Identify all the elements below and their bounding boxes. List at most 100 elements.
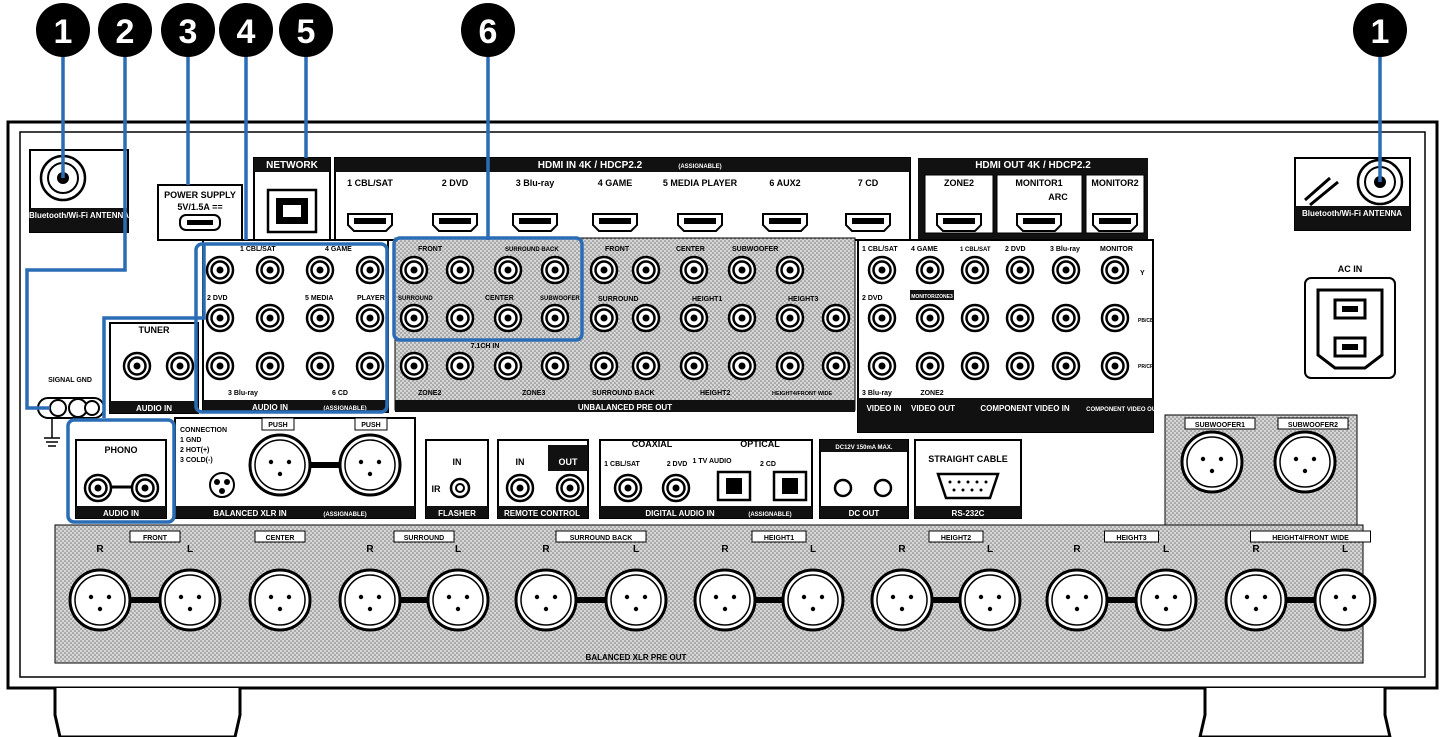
xlr-group-label-box (254, 530, 306, 543)
component-out-label: COMPONENT VIDEO OUT (1086, 407, 1160, 413)
rca-jack (661, 473, 691, 503)
rca-jack (1051, 351, 1081, 381)
rca-jack (589, 303, 619, 333)
rca-jack (589, 351, 619, 381)
hdmi-in-port-label: 1 CBL/SAT (347, 178, 393, 188)
pre-label-surround: SURROUND (598, 296, 638, 303)
hdmi-in-panel: HDMI IN 4K / HDCP2.2 (ASSIGNABLE) 1 CBL/… (334, 157, 911, 241)
xlr-group-label: CENTER (266, 535, 295, 542)
video-label-bluray: 3 Blu-ray (862, 390, 892, 397)
xlr-pre-out-jack (248, 568, 312, 632)
rca-jack (1005, 255, 1035, 285)
rca-jack (445, 351, 475, 381)
rca-jack (122, 351, 152, 381)
rca-jack (1100, 255, 1130, 285)
power-rating: 5V/1.5A == (177, 202, 222, 212)
balanced-xlr-in-label: BALANCED XLR IN (213, 509, 287, 518)
xlr-group-label-box (751, 530, 807, 543)
hdmi-in-port-label: 5 MEDIA PLAYER (663, 178, 738, 188)
xlr-r-label: R (366, 544, 374, 555)
pre-out-labels: FRONT SURROUND BACK SURROUND CENTER SUBW… (398, 246, 833, 397)
ac-in-label: AC IN (1338, 264, 1363, 274)
callout-number: 3 (179, 13, 198, 51)
xlr-pre-out-jack (338, 568, 402, 632)
rca-jack (775, 351, 805, 381)
callout-number: 4 (237, 13, 256, 51)
rca-jack (867, 303, 897, 333)
label-dvd: 2 DVD (207, 295, 228, 302)
xlr-group-label-box (555, 530, 647, 543)
hdmi-out-panel: HDMI OUT 4K / HDCP2.2 ZONE2 MONITOR1 MON… (918, 158, 1148, 240)
video-out-label: VIDEO OUT (911, 404, 955, 413)
power-supply-label: POWER SUPPLY (164, 190, 236, 200)
callout-number: 5 (297, 13, 316, 51)
rca-jack (505, 473, 535, 503)
pre-label-height2: HEIGHT2 (700, 390, 730, 397)
rca-jack (915, 351, 945, 381)
xlr-pre-out-jack (514, 568, 578, 632)
flasher-panel: FLASHER IN IR (425, 439, 489, 519)
hdmi-in-port (677, 213, 723, 232)
pre-label-zone2: ZONE2 (418, 390, 441, 397)
optical-label-1: 1 TV AUDIO (692, 458, 732, 465)
connection-hot: 2 HOT(+) (180, 447, 209, 454)
tuner-label: TUNER (139, 325, 170, 335)
rca-jack (631, 351, 661, 381)
rca-jack (960, 255, 990, 285)
xlr-r-label: R (1252, 544, 1260, 555)
rca-jack (493, 255, 523, 285)
xlr-l-label: L (187, 544, 193, 555)
xlr-pre-out-jack (693, 568, 757, 632)
pre-label-subwoofer: SUBWOOFER (732, 246, 778, 253)
xlr-pre-out-jack (1045, 568, 1109, 632)
remote-in-label: IN (516, 457, 525, 467)
dc-out-label: DC OUT (849, 509, 880, 518)
balanced-xlr-in-tag: (ASSIGNABLE) (323, 512, 366, 518)
hdmi-out-title: HDMI OUT 4K / HDCP2.2 (975, 160, 1091, 171)
xlr-pre-out-jack (870, 568, 934, 632)
coax-label-1: 1 CBL/SAT (604, 461, 640, 468)
rca-jack (631, 255, 661, 285)
label-player: PLAYER (357, 295, 385, 302)
hdmi-in-port (845, 213, 891, 232)
label-media: 5 MEDIA (305, 295, 333, 302)
pre-label-surround-back: SURROUND BACK (592, 390, 655, 397)
dc-rating: DC12V 150mA MAX. (835, 445, 892, 451)
connection-gnd: 1 GND (180, 437, 201, 444)
rca-jack (613, 473, 643, 503)
label-71-center: CENTER (485, 295, 514, 302)
push-label-l: PUSH (361, 422, 380, 429)
audio-in-assignable-tag: (ASSIGNABLE) (323, 406, 366, 412)
xlr-pre-out-jack (1134, 568, 1198, 632)
antenna-left-label: Bluetooth/Wi-Fi ANTENNA (29, 211, 129, 220)
hdmi-in-port-label: 2 DVD (442, 178, 469, 188)
callout-badge (98, 3, 152, 57)
phono-label: PHONO (104, 445, 137, 455)
xlr-group-label: SURROUND BACK (570, 535, 633, 542)
rca-jack (165, 351, 195, 381)
xlr-group-label-box (129, 530, 181, 543)
rca-jack (867, 255, 897, 285)
comp-label-monitor: MONITOR (1100, 246, 1133, 253)
xlr-group-label: HEIGHT3 (1116, 535, 1146, 542)
xlr-l-label: L (1163, 544, 1169, 555)
rca-jack (540, 303, 570, 333)
dc-out-panel: DC12V 150mA MAX. DC OUT (819, 439, 909, 519)
rca-jack (727, 351, 757, 381)
balanced-xlr-pre-out-label: BALANCED XLR PRE OUT (586, 653, 687, 662)
rca-jack (255, 303, 285, 333)
pre-label-center: CENTER (676, 246, 705, 253)
hdmi-in-port (762, 213, 808, 232)
subwoofer2-label: SUBWOOFER2 (1288, 422, 1338, 429)
flasher-label: FLASHER (438, 509, 476, 518)
xlr-pre-out-jack (158, 568, 222, 632)
xlr-l-label: L (633, 544, 639, 555)
antenna-right-label: Bluetooth/Wi-Fi ANTENNA (1302, 209, 1402, 218)
rca-jack (555, 473, 585, 503)
pre-label-zone3: ZONE3 (522, 390, 545, 397)
video-label-game: 4 GAME (911, 246, 938, 253)
hdmi-in-port-label: 6 AUX2 (769, 178, 800, 188)
rca-jack (1005, 351, 1035, 381)
